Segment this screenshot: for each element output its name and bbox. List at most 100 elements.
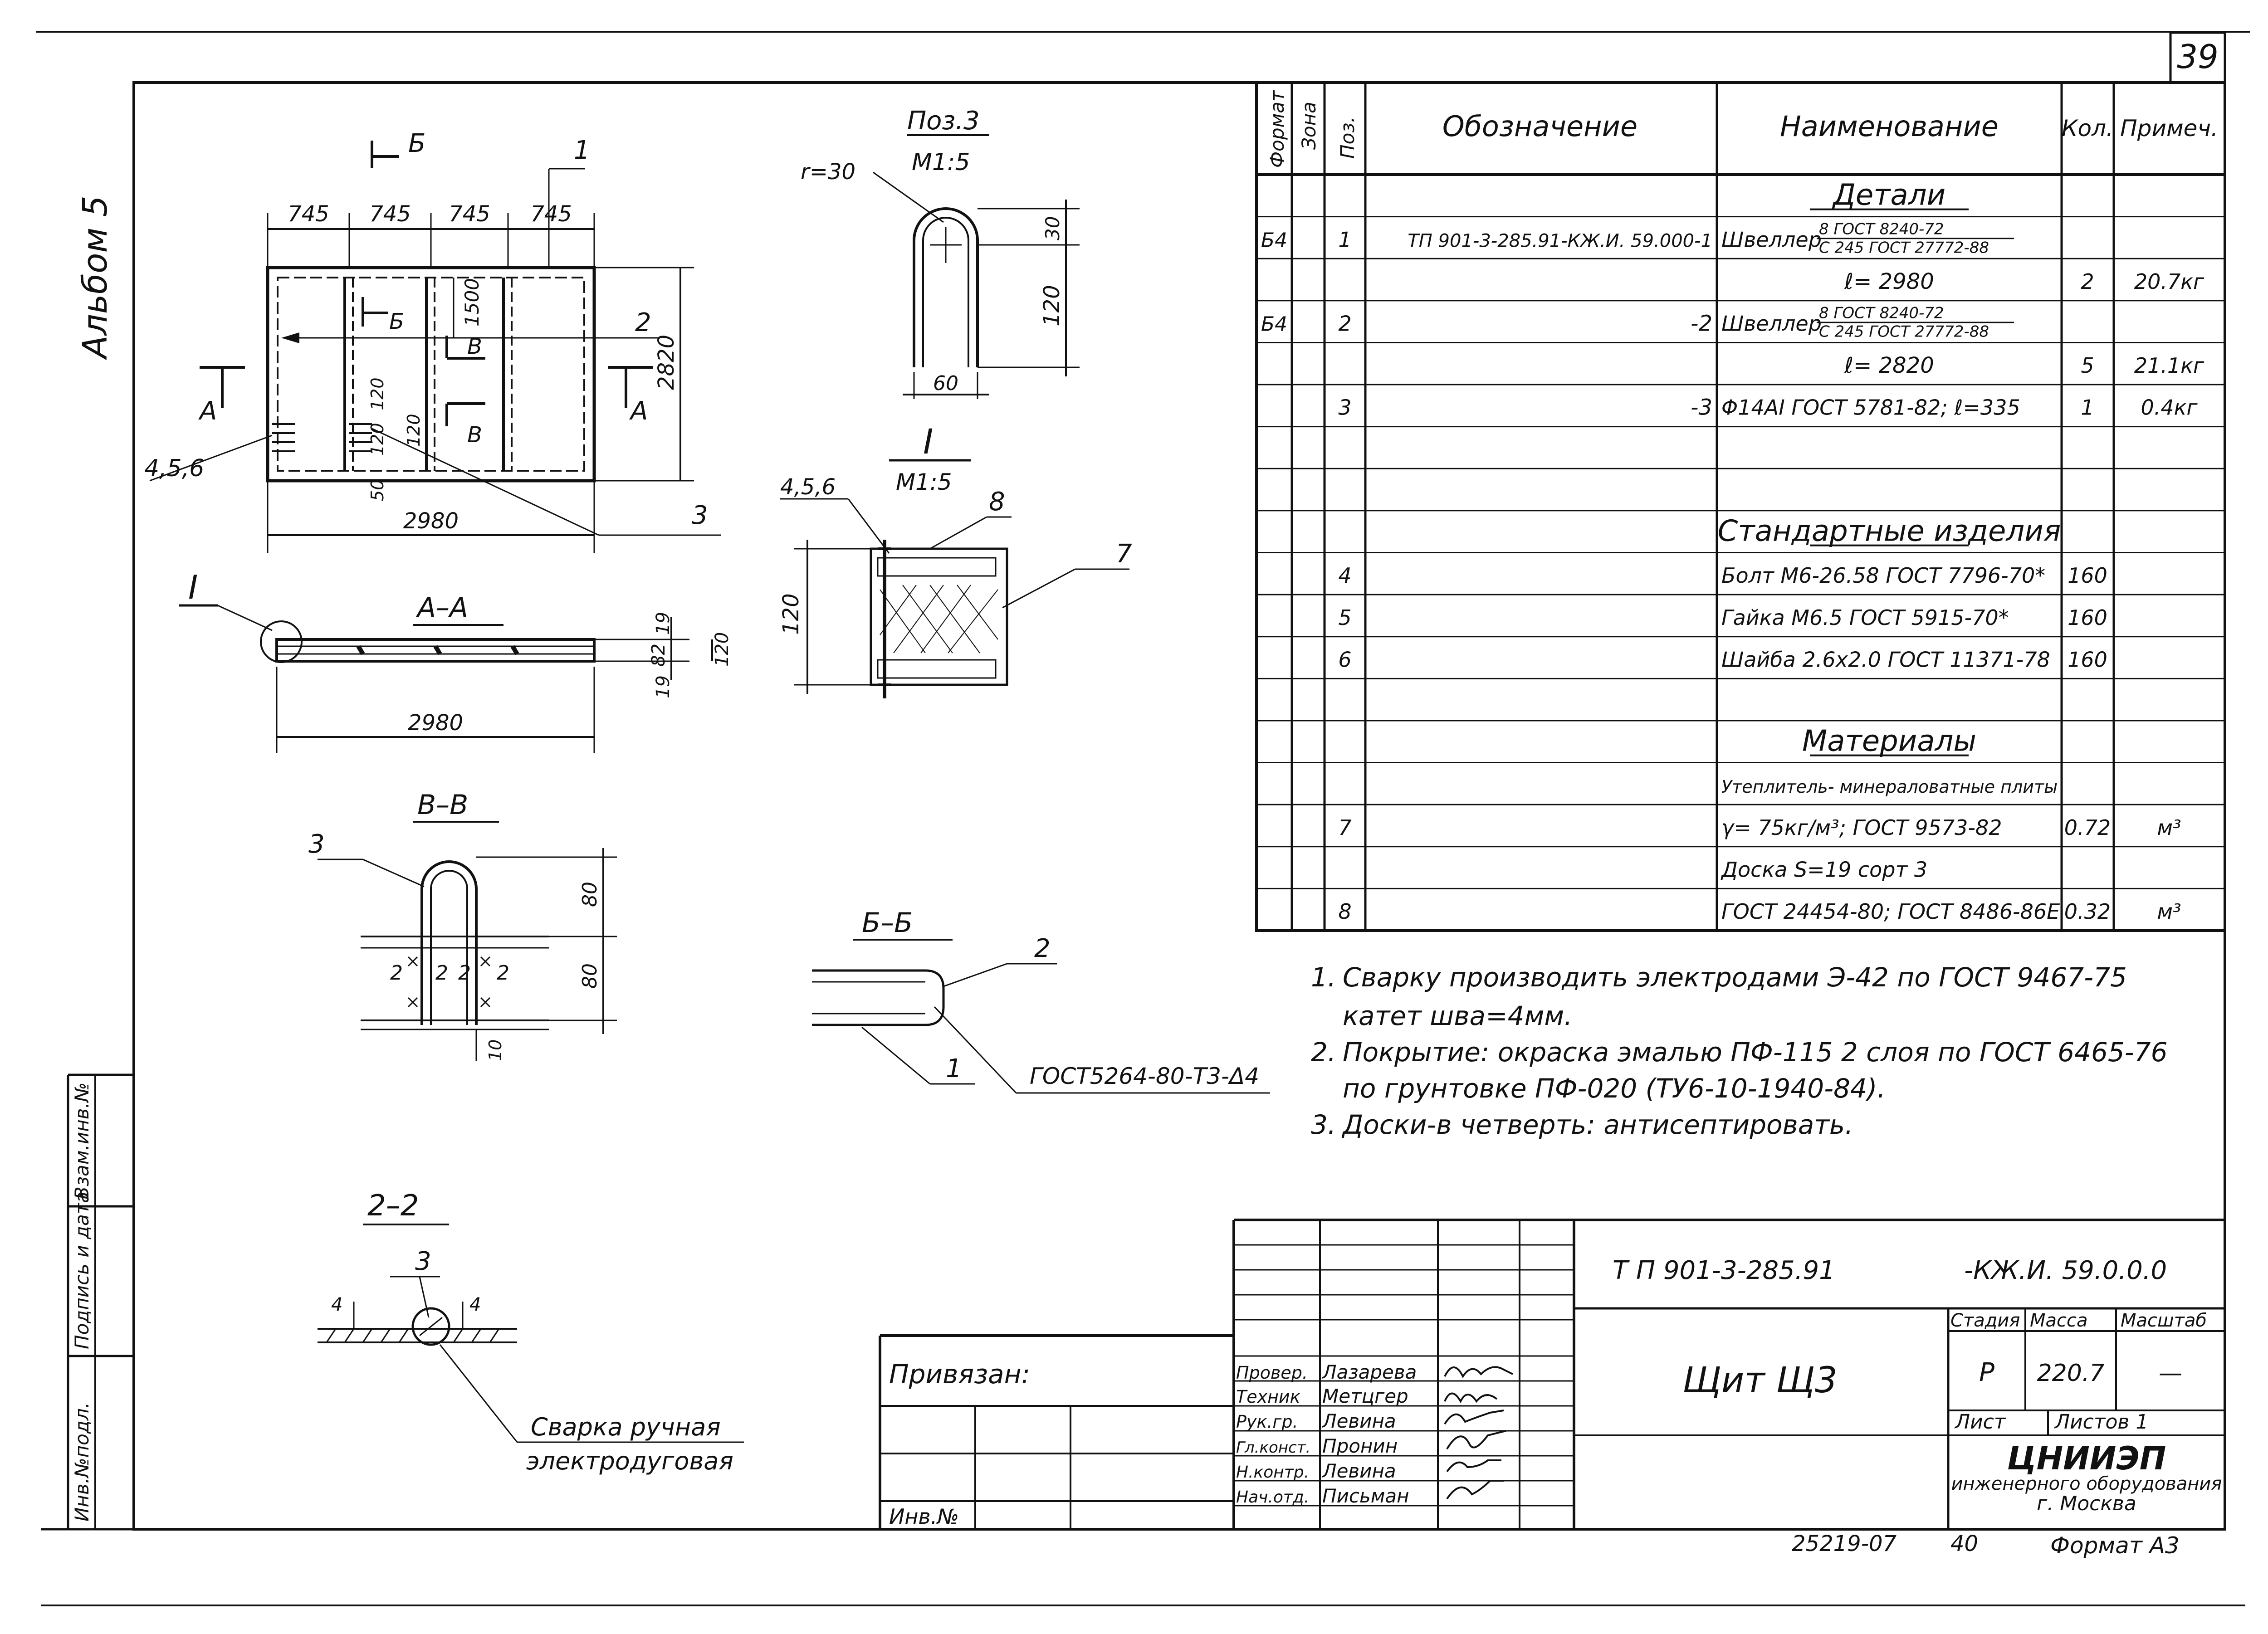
sig-role-6: Нач.отд. [1236,1488,1309,1507]
spec-cell-note: 0.4кг [2141,395,2198,420]
spec-cell-name: Стандартные изделия [1718,515,2061,548]
section-bb: Б–Б 2 1 ГОСТ5264-80-Т3-Δ4 [812,907,1270,1094]
spec-cell-name: Φ14АI ГОСТ 5781-82; ℓ=335 [1721,395,2020,420]
node-1: I М1:5 4,5,6 8 7 120 [778,421,1132,698]
spec-header-format: Формат [1266,90,1288,168]
bb-title: Б–Б [862,907,913,939]
pos3-dim-30: 30 [1041,216,1064,240]
handwritten-signatures [1444,1366,1513,1500]
sig-name-2: Метцгер [1322,1385,1408,1407]
s22-callout-3: 3 [415,1247,431,1276]
title-sheet-label: Лист [1954,1410,2006,1434]
s22-dim-4-a: 4 [331,1294,342,1315]
spec-cell-name: Гайка М6.5 ГОСТ 5915-70* [1721,605,2009,630]
note-2-line-1: Покрытие: окраска эмалью ПФ-115 2 слоя п… [1343,1037,2168,1068]
note-3-num: 3. [1311,1109,1336,1140]
node1-callout-456: 4,5,6 [780,474,836,500]
aa-dim-82: 82 [648,644,669,667]
sheet-number-box: 39 [2169,31,2226,84]
spec-cell-qty: 0.72 [2064,815,2111,840]
plan-dim-120-a: 120 [367,377,387,410]
bb-callout-1: 1 [946,1054,962,1083]
plan-dim-120-b: 120 [367,423,387,456]
footer-format: Формат А3 [2050,1532,2180,1559]
plan-dim-120-c: 120 [404,414,424,447]
spec-cell-qty: 1 [2081,395,2094,420]
title-bound-label: Привязан: [889,1359,1030,1390]
spec-cell-name: Материалы [1802,725,1976,758]
title-code-left: Т П 901-3-285.91 [1613,1256,1835,1285]
footer-order-number: 25219-07 [1792,1531,1897,1556]
s22-weld-label-1: Сварка ручная [531,1413,721,1441]
spec-cell-pos: 6 [1338,647,1351,672]
sig-name-3: Левина [1321,1410,1396,1432]
aa-dim-2980: 2980 [408,710,463,736]
spec-cell-name: ℓ= 2820 [1844,353,1934,378]
spec-cell-name: Шайба 2.6х2.0 ГОСТ 11371-78 [1721,647,2050,672]
spec-cell-qty: 160 [2068,563,2107,588]
plan-section-b-inner: Б [389,309,404,334]
aa-dim-19-b: 19 [653,675,674,698]
spec-header-qty: Кол. [2062,115,2113,141]
plan-dim-745-3: 745 [449,201,490,227]
spec-header-designation: Обозначение [1442,110,1637,143]
sig-name-4: Пронин [1322,1435,1398,1457]
vv-dim-10: 10 [485,1039,505,1061]
vv-callout-3: 3 [308,829,325,859]
spec-cell-qty: 160 [2068,647,2107,672]
bb-weld-note: ГОСТ5264-80-Т3-Δ4 [1030,1063,1259,1089]
vv-weld-mark-1: 2 [390,961,403,985]
spec-cell-name: ℓ= 2980 [1844,269,1934,294]
title-inv-label: Инв.№ [889,1504,959,1529]
plan-dim-1500: 1500 [461,278,483,327]
spec-cell-pos: 5 [1338,605,1351,630]
sig-role-4: Гл.конст. [1236,1439,1310,1457]
plan-section-a-left: А [198,396,217,426]
sig-role-2: Техник [1236,1387,1300,1407]
node1-scale: М1:5 [896,469,952,495]
plan-section-v-top: В [467,334,482,359]
spec-cell-name-top: 8 ГОСТ 8240-72 [1819,220,1944,239]
title-code-right: -КЖ.И. 59.0.0.0 [1964,1256,2167,1285]
plan-section-a-right: А [629,396,648,426]
section-22: 2–2 3 4 4 Сварка ручная электродуговая [318,1189,744,1475]
plan-section-v-bottom: В [467,422,482,448]
s22-title: 2–2 [367,1189,419,1223]
sig-role-3: Рук.гр. [1236,1412,1298,1432]
plan-dim-2980: 2980 [403,508,459,534]
spec-cell-name: Утеплитель- минераловатные плиты [1721,777,2058,797]
side-stamp-sign-date: Подпись и дата [71,1191,93,1349]
spec-cell-name: Швеллер [1721,227,1822,252]
plan-callout-2: 2 [635,308,651,337]
side-stamp-inv-orig: Инв.№подл. [71,1402,93,1522]
spec-cell-qty: 5 [2081,353,2094,378]
title-block: Привязан: Инв.№ Провер. Лазарева Техник … [879,1219,2225,1529]
spec-cell-format: Б4 [1261,229,1287,252]
spec-cell-name: ГОСТ 24454-80; ГОСТ 8486-86Е [1721,899,2060,924]
vv-weld-mark-4: 2 [497,961,509,985]
vv-dim-80-a: 80 [578,882,601,907]
section-aa: I А–А 19 82 19 120 2980 [179,568,733,753]
title-drawing-name: Щит Щ3 [1682,1360,1837,1401]
spec-cell-pos: 1 [1338,227,1351,252]
vv-weld-mark-3: 2 [458,961,471,985]
title-stage: Р [1979,1358,1994,1387]
title-org-3: г. Москва [2037,1492,2136,1515]
node1-callout-8: 8 [989,487,1005,517]
spec-cell-pos: 2 [1338,312,1351,336]
title-mass: 220.7 [2037,1360,2105,1387]
album-label: Альбом 5 [76,195,115,360]
spec-cell-note: 21.1кг [2134,353,2204,378]
spec-cell-qty: 0.32 [2064,899,2111,924]
plan-view: 745 745 745 745 Б Б 1 2 1500 В В 2820 [144,129,721,553]
vv-title: В–В [417,789,468,821]
title-sheets-label: Листов 1 [2054,1410,2148,1434]
spec-cell-name: Детали [1832,179,1945,212]
spec-cell-format: Б4 [1261,313,1287,336]
sig-name-5: Левина [1321,1460,1396,1482]
aa-dim-19-a: 19 [653,612,674,635]
spec-header-zone: Зона [1298,102,1320,150]
spec-cell-designation: -2 [1691,311,1712,337]
spec-table: Формат Зона Поз. Обозначение Наименовани… [1255,81,2226,932]
aa-title: А–А [415,592,468,624]
